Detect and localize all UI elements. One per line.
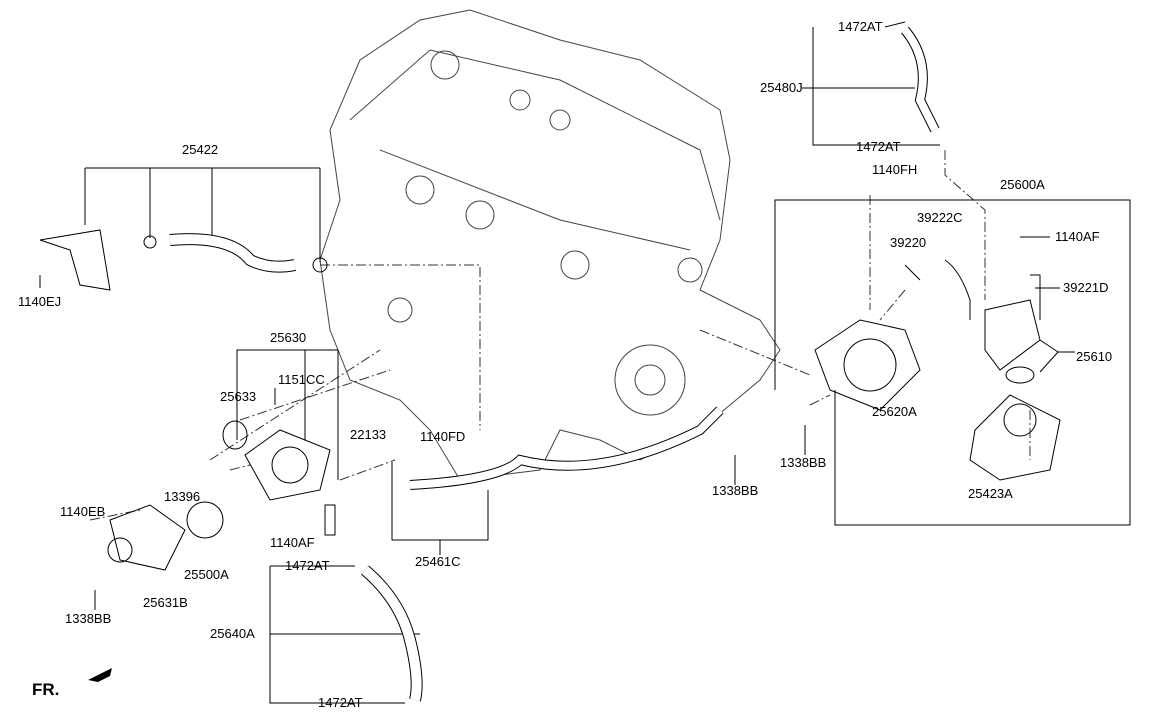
- front-arrow-icon: [88, 668, 112, 682]
- label-39221d: 39221D: [1063, 280, 1109, 295]
- label-1140eb: 1140EB: [60, 504, 106, 519]
- label-25640a: 25640A: [210, 626, 255, 641]
- label-25620a: 25620A: [872, 404, 917, 419]
- label-1151cc: 1151CC: [278, 372, 325, 387]
- label-25480j: 25480J: [760, 80, 803, 95]
- label-39222c: 39222C: [917, 210, 963, 225]
- label-1472at-lower-bottom: 1472AT: [318, 695, 363, 710]
- label-1140fh: 1140FH: [872, 162, 918, 177]
- label-25630: 25630: [270, 330, 307, 345]
- label-1140af-left: 1140AF: [270, 535, 315, 550]
- label-25633: 25633: [220, 389, 257, 404]
- label-13396: 13396: [164, 489, 201, 504]
- label-1140af-right: 1140AF: [1055, 229, 1100, 244]
- label-25423a: 25423A: [968, 486, 1013, 501]
- label-1140ej: 1140EJ: [18, 294, 62, 309]
- label-25500a: 25500A: [184, 567, 229, 582]
- label-39220: 39220: [890, 235, 927, 250]
- label-25461c: 25461C: [415, 554, 461, 569]
- label-1338bb-left: 1338BB: [65, 611, 112, 626]
- engine-block: [319, 9, 781, 481]
- label-1472at-top: 1472AT: [838, 19, 883, 34]
- label-25600a: 25600A: [1000, 177, 1045, 192]
- label-1472at-lower-top: 1472AT: [285, 558, 330, 573]
- label-22133: 22133: [350, 427, 387, 442]
- label-1338bb-center: 1338BB: [712, 483, 759, 498]
- label-25631b: 25631B: [143, 595, 188, 610]
- label-1140fd: 1140FD: [420, 429, 466, 444]
- label-25422: 25422: [182, 142, 219, 157]
- label-1472at-upper-bottom: 1472AT: [856, 139, 901, 154]
- label-25610: 25610: [1076, 349, 1113, 364]
- label-1338bb-right: 1338BB: [780, 455, 827, 470]
- front-indicator-label: FR.: [32, 680, 60, 699]
